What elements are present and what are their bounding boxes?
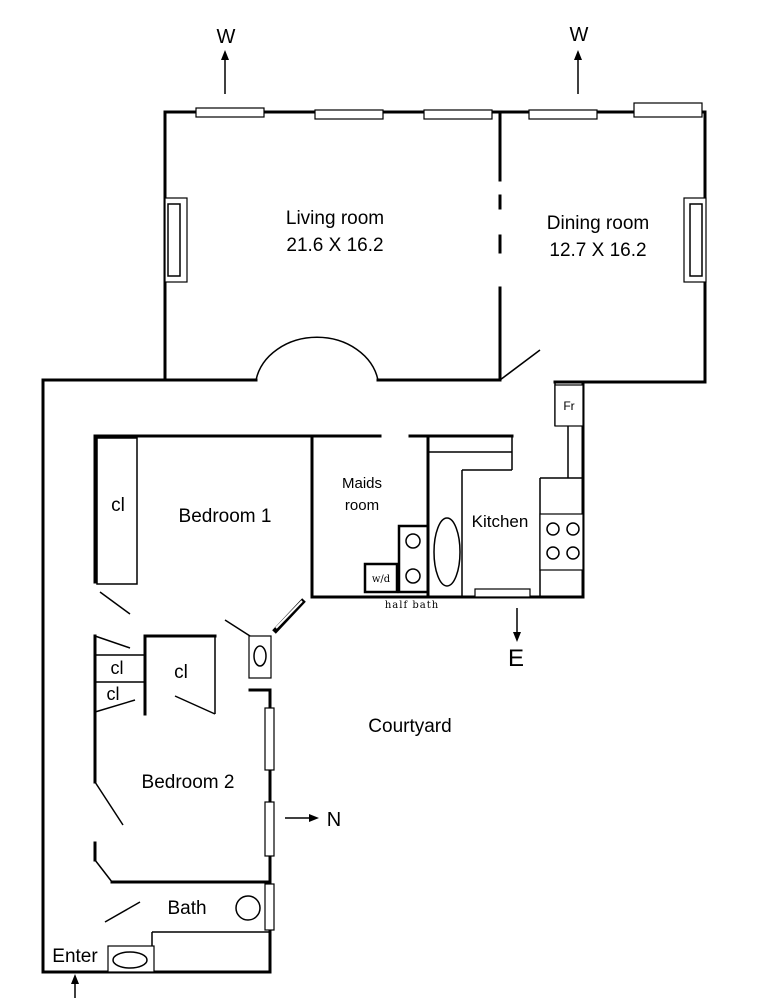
dining-room-name: Dining room (547, 213, 649, 234)
closet-label-bedroom1: cl (111, 495, 125, 516)
maids-room-line1: Maids (342, 475, 382, 492)
stove-icon (539, 513, 584, 571)
courtyard-label: Courtyard (368, 716, 451, 737)
maids-room-line2: room (345, 497, 379, 514)
walls-bedroom1 (93, 434, 314, 637)
sink-icon (248, 635, 272, 679)
washer-dryer-label: w/d (372, 574, 391, 585)
bedroom2-label: Bedroom 2 (142, 772, 235, 793)
walls-bath (104, 883, 275, 973)
windows-side (164, 197, 707, 283)
north-arrow-icon (285, 814, 319, 822)
living-room-dims: 21.6 X 16.2 (286, 235, 383, 256)
half-bath-label: half bath (385, 600, 439, 611)
dining-room-dims: 12.7 X 16.2 (549, 240, 646, 261)
tub-icon (433, 517, 461, 587)
toilet-icon (235, 895, 261, 921)
west-label-left: W (217, 26, 236, 48)
entry-label: Enter (52, 946, 98, 967)
north-label: N (327, 809, 341, 831)
fridge-label: Fr (563, 399, 574, 413)
east-arrow-icon (513, 608, 521, 642)
closet-label-a: cl (111, 658, 124, 678)
walls-bedroom2 (93, 634, 275, 974)
bath-sink-icon (112, 951, 148, 969)
living-room-name: Living room (286, 208, 384, 229)
west-arrow-icon (221, 50, 582, 94)
half-bath (363, 517, 461, 594)
walls-outer (41, 378, 272, 974)
east-label: E (508, 645, 524, 672)
closet-label-c: cl (174, 662, 188, 683)
windows-top (195, 102, 703, 120)
bath-label: Bath (167, 898, 206, 919)
west-label-right: W (570, 24, 589, 46)
bedroom1-label: Bedroom 1 (179, 506, 272, 527)
closet-label-b: cl (107, 684, 120, 704)
kitchen-label: Kitchen (472, 512, 529, 531)
entry-arrow-icon (71, 974, 79, 998)
